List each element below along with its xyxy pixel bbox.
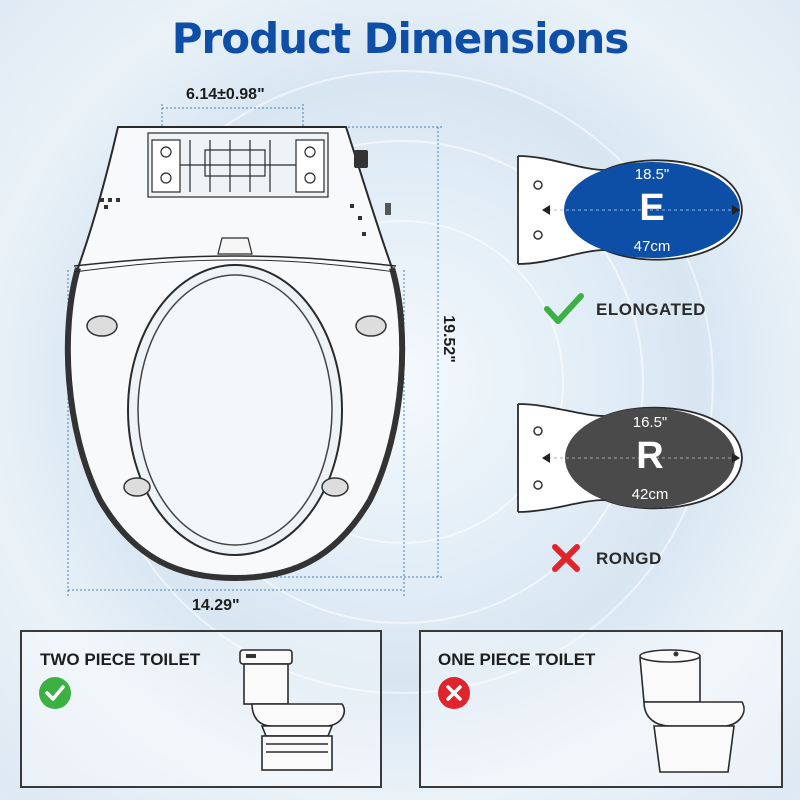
check-icon: [544, 293, 584, 324]
elongated-shape-diagram: [517, 155, 743, 265]
two-piece-toilet-label: TWO PIECE TOILET: [40, 650, 201, 669]
cross-circle-icon: [438, 677, 470, 709]
one-piece-toilet-illustration: [639, 649, 745, 773]
check-circle-icon: [39, 677, 71, 709]
elongated-status-label: ELONGATED: [596, 300, 706, 319]
hinge-width-dimension: [161, 104, 304, 130]
hinge-width-label: 6.14±0.98": [186, 86, 265, 103]
page-title: Product Dimensions: [171, 14, 629, 63]
round-shape-diagram: [517, 403, 743, 513]
length-label: 19.52": [440, 315, 457, 363]
width-dimension: [67, 270, 405, 596]
cross-icon: [552, 544, 580, 572]
round-status-label: RONGD: [596, 549, 662, 568]
elongated-letter: E: [639, 187, 665, 229]
two-piece-toilet-illustration: [239, 649, 346, 771]
round-letter: R: [636, 435, 664, 477]
one-piece-toilet-label: ONE PIECE TOILET: [438, 650, 596, 669]
round-length-inch: 16.5": [632, 414, 668, 431]
round-length-cm: 42cm: [631, 486, 669, 503]
elongated-length-cm: 47cm: [633, 238, 671, 255]
hinge-mechanism: [147, 132, 329, 198]
width-label: 14.29": [192, 597, 240, 614]
elongated-length-inch: 18.5": [634, 166, 670, 183]
